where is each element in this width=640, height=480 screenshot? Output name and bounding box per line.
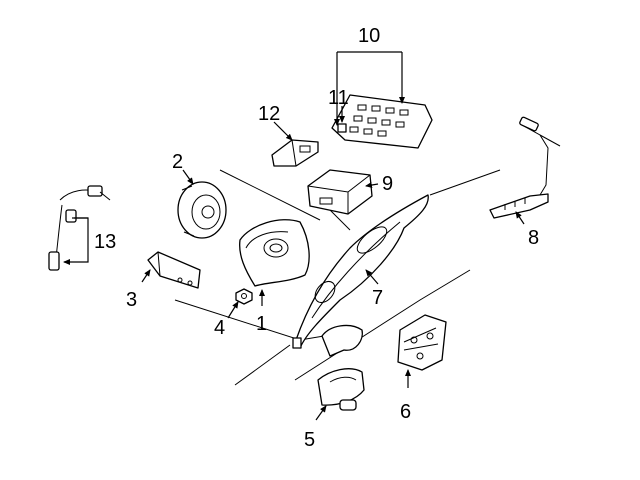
- callout-3: 3: [126, 289, 137, 311]
- steering-airbag-1: [239, 219, 310, 287]
- callout-12: 12: [258, 103, 280, 125]
- trim-cover: [321, 324, 363, 357]
- callout-labels: 1 2 3 4 5 6 7 8 9 10 11 12 13: [94, 25, 539, 451]
- knee-airbag-3: [147, 251, 201, 289]
- side-sensor-8: [489, 116, 561, 219]
- callout-6: 6: [400, 401, 411, 423]
- seat-belt-harness-13: [48, 185, 111, 271]
- nut-4: [235, 288, 253, 305]
- callout-1: 1: [256, 313, 267, 335]
- seat-airbag-5: [317, 368, 365, 411]
- callout-10: 10: [358, 25, 380, 47]
- curtain-airbag-7: [292, 194, 429, 349]
- impact-sensor-12: [271, 139, 319, 167]
- mounting-bracket-6: [397, 314, 447, 371]
- callout-11: 11: [328, 87, 349, 109]
- bolt-11: [337, 123, 347, 133]
- callout-13: 13: [94, 231, 116, 253]
- leader-lines: [63, 51, 525, 421]
- callout-4: 4: [214, 317, 225, 339]
- bracket-plate-10: [331, 94, 433, 149]
- callout-7: 7: [372, 287, 383, 309]
- callout-5: 5: [304, 429, 315, 451]
- callout-9: 9: [382, 173, 393, 195]
- control-unit-9: [307, 169, 373, 215]
- callout-8: 8: [528, 227, 539, 249]
- driver-airbag-module-2: [177, 181, 227, 239]
- callout-2: 2: [172, 151, 183, 173]
